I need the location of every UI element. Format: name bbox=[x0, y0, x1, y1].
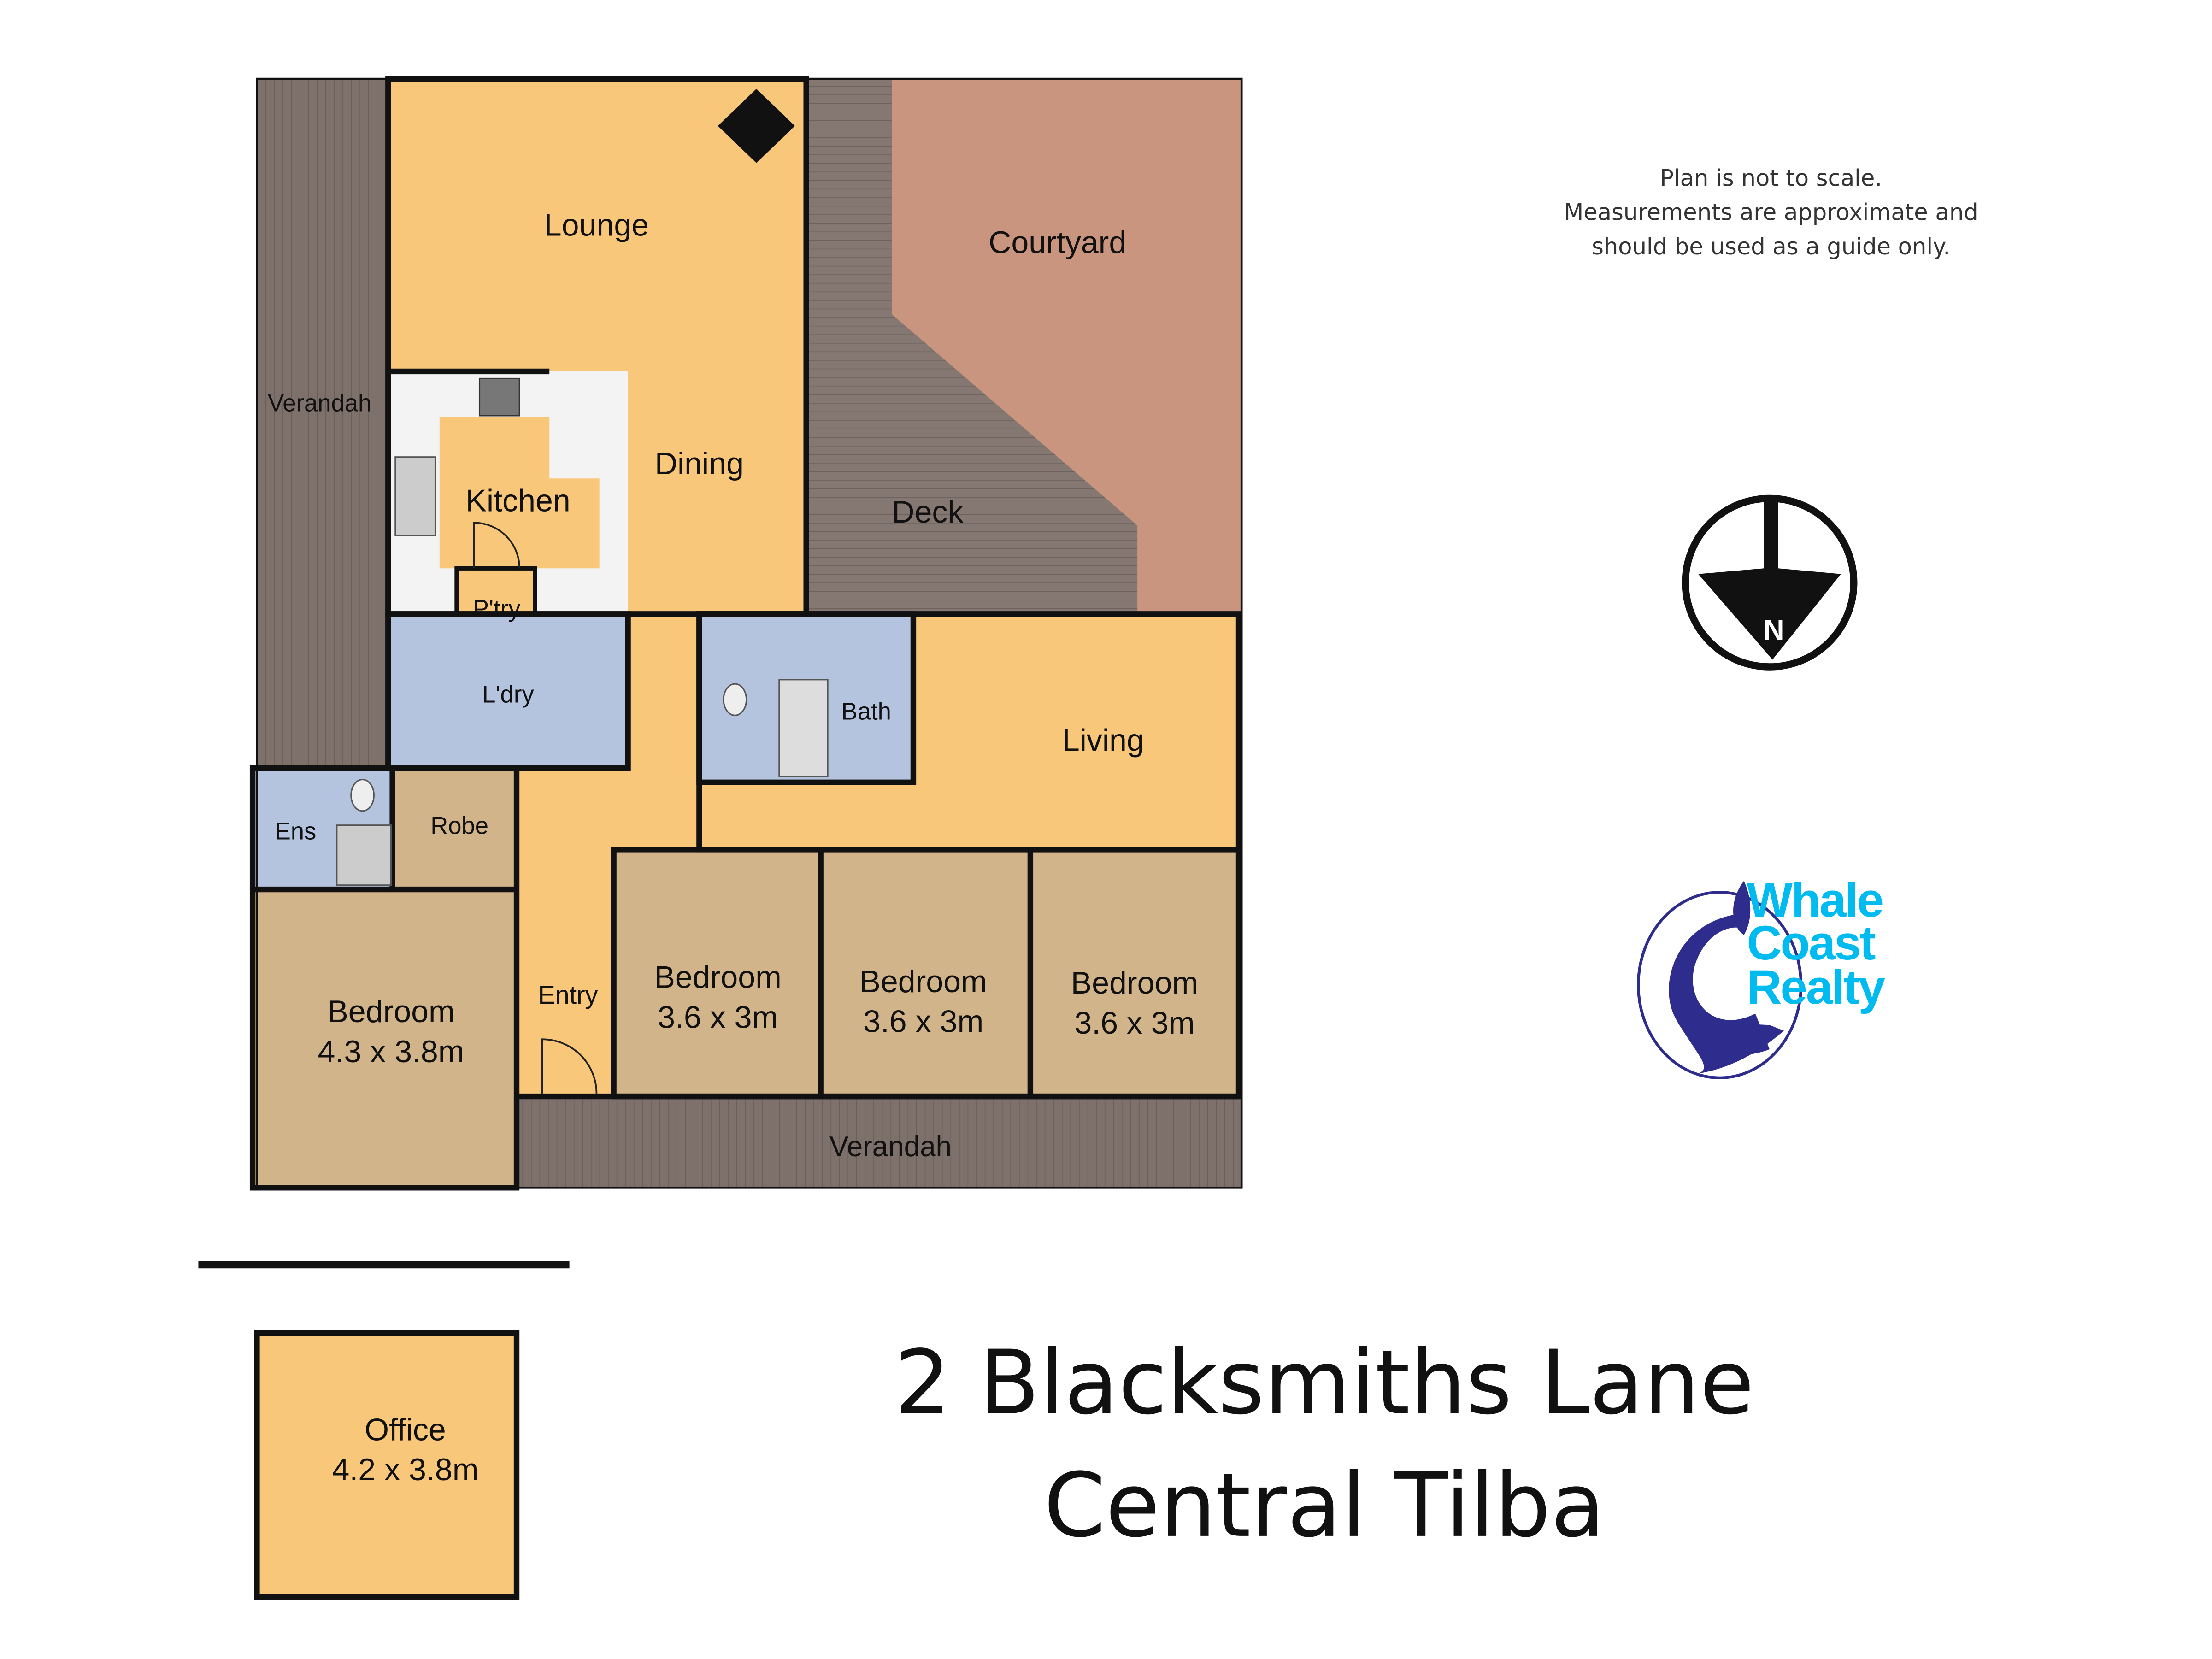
room-label-bedroom-4: Bedroom bbox=[1071, 965, 1198, 1000]
whale-coast-realty-logo: Whale Coast Realty bbox=[1637, 873, 1887, 1079]
bedroom-4 bbox=[1030, 849, 1239, 1097]
disclaimer-line-1: Plan is not to scale. bbox=[1660, 165, 1882, 191]
address-line-1: 2 Blacksmiths Lane bbox=[894, 1332, 1754, 1435]
room-size-office: 4.2 x 3.8m bbox=[332, 1452, 478, 1487]
room-size-bedroom-2: 3.6 x 3m bbox=[658, 1000, 778, 1035]
room-label-bedroom-main: Bedroom bbox=[327, 994, 454, 1029]
laundry bbox=[388, 614, 628, 768]
room-label-ensuite: Ens bbox=[275, 818, 317, 845]
logo-line-2: Coast bbox=[1747, 916, 1875, 970]
room-label-entry: Entry bbox=[538, 981, 598, 1009]
room-label-office: Office bbox=[365, 1412, 446, 1447]
toilet-icon bbox=[723, 683, 747, 716]
room-label-verandah-front: Verandah bbox=[830, 1131, 952, 1163]
room-label-lounge: Lounge bbox=[544, 208, 649, 243]
room-label-deck: Deck bbox=[892, 494, 964, 529]
room-label-bath: Bath bbox=[841, 698, 891, 725]
compass-label: N bbox=[1764, 614, 1784, 646]
room-label-bedroom-2: Bedroom bbox=[654, 960, 781, 995]
whale-icon bbox=[1669, 881, 1784, 1074]
door-swing-icon bbox=[473, 522, 521, 569]
room-label-living: Living bbox=[1062, 723, 1144, 758]
room-size-bedroom-main: 4.3 x 3.8m bbox=[318, 1034, 465, 1069]
verandah-side bbox=[257, 79, 388, 767]
toilet-icon bbox=[350, 779, 375, 812]
verandah-front bbox=[517, 1096, 1242, 1188]
sink-icon bbox=[394, 456, 436, 536]
room-label-bedroom-3: Bedroom bbox=[859, 964, 987, 999]
room-label-courtyard: Courtyard bbox=[988, 225, 1126, 260]
logo-line-1: Whale bbox=[1747, 873, 1883, 927]
shower-icon bbox=[336, 824, 392, 886]
room-label-robe: Robe bbox=[430, 812, 488, 839]
room-size-bedroom-3: 3.6 x 3m bbox=[863, 1004, 983, 1039]
courtyard bbox=[892, 79, 1242, 612]
room-label-verandah-side: Verandah bbox=[268, 390, 371, 417]
disclaimer-line-2: Measurements are approximate and bbox=[1564, 199, 1978, 226]
room-size-bedroom-4: 3.6 x 3m bbox=[1074, 1006, 1194, 1041]
north-arrow-icon: N bbox=[1682, 494, 1858, 671]
room-label-dining: Dining bbox=[655, 446, 744, 481]
walls bbox=[249, 76, 1243, 1191]
room-label-kitchen: Kitchen bbox=[466, 483, 571, 518]
office bbox=[254, 1330, 520, 1600]
robe bbox=[392, 768, 517, 890]
kitchen-floor bbox=[439, 417, 600, 569]
door-swing-icon bbox=[541, 1038, 598, 1094]
room-label-laundry: L'dry bbox=[482, 681, 534, 708]
bathtub-icon bbox=[778, 679, 829, 777]
cooktop-icon bbox=[478, 377, 520, 417]
logo-line-3: Realty bbox=[1747, 960, 1885, 1014]
room-label-pantry: P'try bbox=[473, 595, 521, 623]
bedroom-main bbox=[253, 889, 517, 1188]
bedroom-2 bbox=[613, 849, 821, 1097]
disclaimer-line-3: should be used as a guide only. bbox=[1592, 233, 1950, 260]
address-line-2: Central Tilba bbox=[1044, 1454, 1605, 1557]
bedroom-3 bbox=[820, 849, 1030, 1097]
